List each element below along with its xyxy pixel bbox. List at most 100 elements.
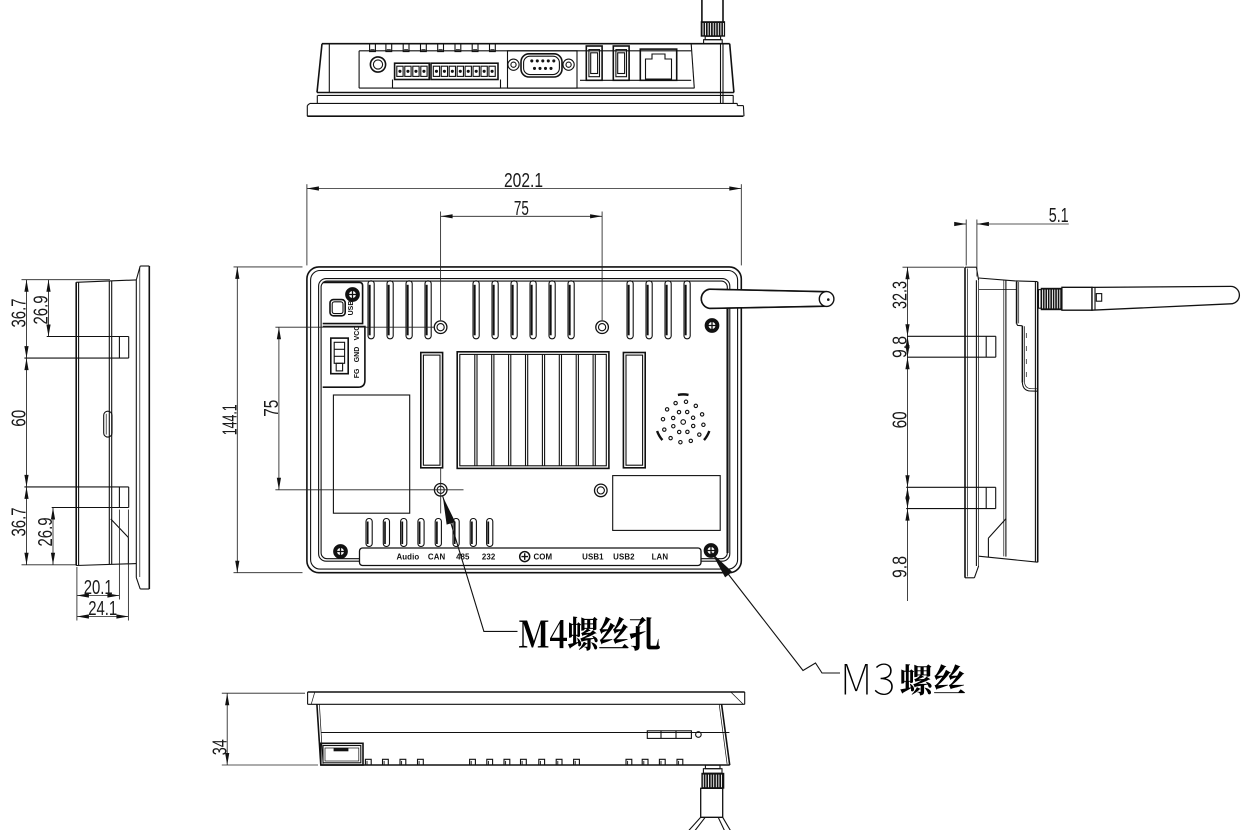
dim-arrow-icon <box>76 614 89 619</box>
dim-arrow-icon <box>276 477 281 490</box>
dim-arrow-icon <box>905 475 910 488</box>
dim-arrow-icon <box>46 324 51 337</box>
right-side-view <box>964 266 1241 579</box>
mount-hole-top-right-icon <box>595 320 610 335</box>
mount-hole-bottom-right-icon <box>593 483 608 498</box>
antenna-bracket-side <box>1015 281 1038 392</box>
top-view-connector-recess <box>358 50 695 89</box>
top-view-body <box>316 42 735 104</box>
dim-arrow-icon <box>976 221 989 227</box>
dim-rear-hole-spacing-vertical: 75 <box>261 400 283 417</box>
dim-arrow-icon <box>954 221 967 227</box>
dim-arrow-icon <box>306 186 319 191</box>
bottom-view <box>307 691 746 830</box>
port-label-232: 232 <box>482 553 496 562</box>
usb-port-1-top-view <box>585 45 603 82</box>
right-view-dimensions: 5.1 32.3 9.8 60 9.8 <box>890 205 1069 601</box>
power-label-fg: FG <box>354 368 361 378</box>
rear-vent-center <box>419 350 647 470</box>
dim-arrow-icon <box>24 358 29 371</box>
corner-screw-bl-icon <box>333 544 348 559</box>
dim-left-top-outer: 36.7 <box>9 299 31 328</box>
dim-left-clamp-depth: 20.1 <box>84 577 113 599</box>
rear-vent-slots-bottom <box>365 517 494 548</box>
power-terminal-area <box>322 325 366 388</box>
usb-port-label: USB <box>348 301 355 316</box>
bottom-switch-detail <box>646 730 702 739</box>
top-view-bezel <box>306 102 745 117</box>
m3-annotation-glyphs-cjk <box>900 664 966 696</box>
dim-right-middle: 60 <box>890 411 912 428</box>
m4-annotation-glyphs <box>519 616 660 651</box>
power-label-gnd: GND <box>354 347 361 363</box>
usb-port-2-top-view <box>612 45 630 82</box>
corner-screw-tl-icon <box>345 287 360 302</box>
rj45-lan-port <box>639 48 678 82</box>
dim-arrow-icon <box>24 552 29 565</box>
dim-rear-hole-spacing-horizontal: 75 <box>514 198 529 220</box>
left-view-dimensions: 36.7 26.9 60 36.7 26.9 20.1 24.1 <box>9 279 129 621</box>
dim-bottom-thickness: 34 <box>209 739 231 755</box>
mount-clamp-left-bottom <box>24 486 130 509</box>
port-label-lan: LAN <box>652 553 669 562</box>
dim-arrow-icon <box>46 279 51 292</box>
dim-arrow-icon <box>905 267 910 280</box>
dim-right-ear-bottom: 9.8 <box>890 556 912 578</box>
dim-arrow-icon <box>24 486 29 499</box>
port-label-audio: Audio <box>396 553 419 562</box>
mount-clamp-right-bottom <box>906 486 997 510</box>
antenna-top-view <box>700 0 726 45</box>
dim-left-top-inner: 26.9 <box>31 296 53 325</box>
mount-hole-bottom-left-icon <box>418 467 464 514</box>
dim-left-bottom-inner: 26.9 <box>35 518 57 547</box>
rear-left-label-area <box>332 394 411 514</box>
bottom-view-dimensions: 34 <box>209 692 318 766</box>
dim-right-bezel-thickness: 5.1 <box>1049 205 1069 227</box>
terminal-block-8pin <box>430 62 499 81</box>
rear-dimensions: 202.1 75 144.1 75 <box>220 170 742 574</box>
dim-arrow-icon <box>905 508 910 521</box>
mount-clamp-right-top <box>907 335 997 358</box>
dim-rear-overall-width: 202.1 <box>504 170 543 192</box>
m4-screw-hole-annotation: M4螺丝孔 <box>438 495 660 651</box>
left-side-view <box>24 265 151 590</box>
antenna-bottom-view <box>688 764 731 830</box>
m3-screw-annotation: M3螺丝 <box>707 549 966 696</box>
antenna-rear-view <box>700 288 835 310</box>
speaker-grille <box>655 393 711 445</box>
audio-jack-top-view <box>369 56 387 73</box>
dim-arrow-icon <box>235 560 240 573</box>
dim-arrow-icon <box>440 214 453 219</box>
rear-right-label-area <box>612 475 721 531</box>
port-label-usb2: USB2 <box>613 553 635 562</box>
port-label-usb1: USB1 <box>582 553 604 562</box>
dim-arrow-icon <box>729 186 742 191</box>
dim-right-ear-top: 9.8 <box>890 336 912 358</box>
dim-arrow-icon <box>50 552 56 565</box>
corner-screw-tr-icon <box>704 318 720 333</box>
port-label-can: CAN <box>428 553 446 562</box>
terminal-block-4pin <box>393 62 431 81</box>
dim-arrow-icon <box>276 327 281 340</box>
dim-left-bottom-outer: 36.7 <box>9 508 31 537</box>
micro-usb-bottom-view <box>319 742 364 766</box>
dim-arrow-icon <box>24 474 29 487</box>
port-label-com: COM <box>534 553 553 562</box>
port-label-485: 485 <box>456 553 470 562</box>
port-label-strip: Audio CAN 485 232 COM USB1 USB2 LAN <box>358 547 702 567</box>
dim-arrow-icon <box>235 266 240 279</box>
dim-arrow-icon <box>905 496 910 509</box>
top-view <box>306 0 745 117</box>
corner-screw-br-icon <box>703 543 719 558</box>
dim-arrow-icon <box>905 357 910 370</box>
dim-arrow-icon <box>225 693 230 706</box>
m3-annotation-glyphs-prefix <box>844 663 893 695</box>
dim-arrow-icon <box>905 324 910 337</box>
db9-serial-port <box>506 50 578 89</box>
rear-vent-slots-top <box>367 279 692 340</box>
dim-left-body-depth: 24.1 <box>88 598 117 620</box>
mount-clamp-left-top <box>24 335 130 359</box>
mount-hole-top-left-icon <box>433 320 448 335</box>
